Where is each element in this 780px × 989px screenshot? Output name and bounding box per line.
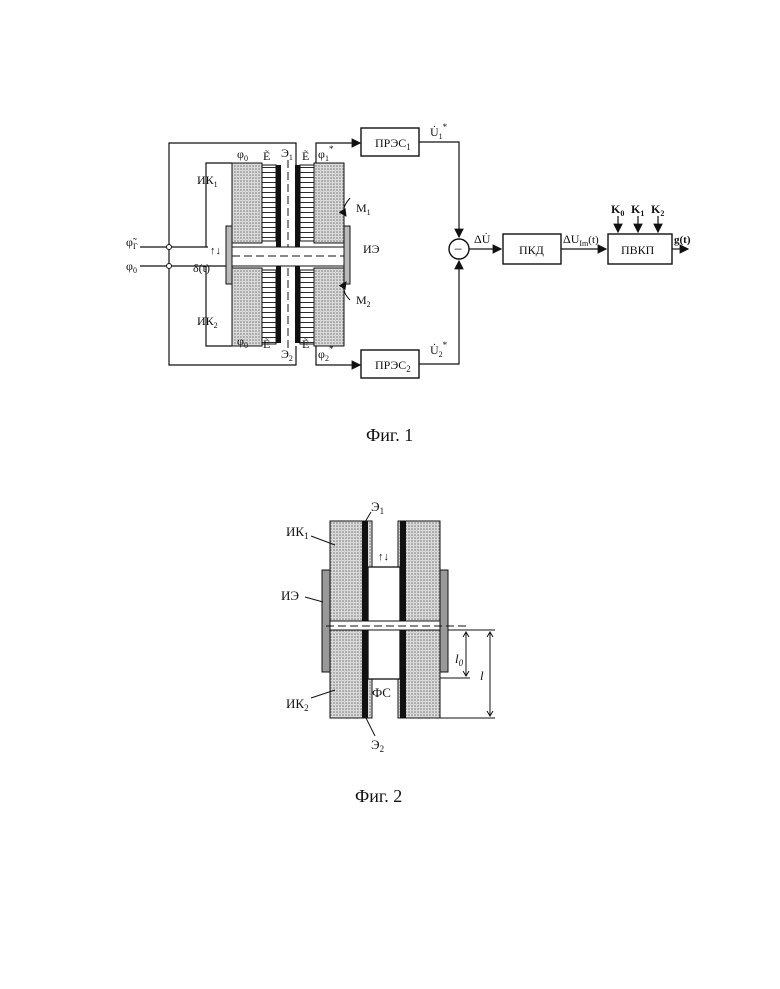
figure-2: Э1 Э2 ИК1 ИК2 ИЭ ФС ↑↓ l0 l Фиг. 2 xyxy=(281,499,495,806)
electrode-e1 xyxy=(362,521,368,718)
l0-label: l0 xyxy=(455,651,464,668)
ie-plate-right xyxy=(440,570,448,672)
m1-arrow xyxy=(344,198,350,216)
updown-arrows: ↑↓ xyxy=(210,245,221,257)
updown-arrows: ↑↓ xyxy=(378,551,389,563)
k2-label: K2 xyxy=(651,202,664,218)
ie-label: ИЭ xyxy=(281,588,299,603)
k0-label: K0 xyxy=(611,202,624,218)
e-tilde-top-label: Ẽ xyxy=(263,149,270,163)
pkd-label: ПКД xyxy=(519,243,544,257)
terminal-phi-0 xyxy=(167,264,172,269)
e-tilde-bottom-label: Ẽ xyxy=(263,337,270,351)
e1-label: Э1 xyxy=(371,499,384,516)
figure-1-caption: Фиг. 1 xyxy=(366,425,413,445)
phi-0-top-label: φ0 xyxy=(237,147,248,163)
e-bottom-label: Ẽ xyxy=(302,337,309,351)
field-gap-bot-left xyxy=(262,270,276,344)
delta-u-im-label: ΔUIm(t) xyxy=(563,232,599,248)
figure-1: ПРЭС1 ПРЭС2 ПКД ПВКП U̇1* U̇2* ΔU̇ ΔUIm(… xyxy=(126,122,691,445)
u1-label: U̇1* xyxy=(430,122,448,141)
u2-label: U̇2* xyxy=(430,340,448,359)
field-gap-bot-right xyxy=(300,270,314,344)
ik2-label: ИК2 xyxy=(286,696,309,713)
fs-label: ФС xyxy=(372,685,391,700)
l-label: l xyxy=(480,668,484,683)
e-top-label: Ẽ xyxy=(302,149,309,163)
coil-ik1-right xyxy=(314,163,344,243)
m1-label: M1 xyxy=(356,201,371,217)
m2-label: M2 xyxy=(356,293,371,309)
k1-label: K1 xyxy=(631,202,644,218)
pres2-label: ПРЭС2 xyxy=(375,358,411,374)
g-output-label: g(t) xyxy=(674,234,691,246)
pvkp-label: ПВКП xyxy=(621,243,655,257)
coil-ik2-right xyxy=(314,268,344,346)
ie-label: ИЭ xyxy=(363,242,380,256)
coil-ik1-left xyxy=(232,163,262,243)
delta-u-label: ΔU̇ xyxy=(474,232,491,246)
e1-label: Э1 xyxy=(281,146,293,162)
field-gap-top-left xyxy=(262,165,276,241)
ik1-label: ИК1 xyxy=(286,524,309,541)
pres1-label: ПРЭС1 xyxy=(375,136,411,152)
phi2-star-label: φ2* xyxy=(318,344,334,363)
terminal-phi-g xyxy=(167,245,172,250)
electrode-e2 xyxy=(400,521,406,718)
figure-2-caption: Фиг. 2 xyxy=(355,786,402,806)
m2-arrow xyxy=(344,282,350,300)
phi1-star-label: φ1* xyxy=(318,144,334,163)
delta-label: δ(t) xyxy=(193,261,210,275)
ie-plate-left xyxy=(226,226,232,284)
minus-sign: − xyxy=(454,242,462,258)
phi-g-label: φ̃Г xyxy=(126,235,138,251)
e2-label: Э2 xyxy=(371,737,384,754)
phi-0-input-label: φ0 xyxy=(126,259,137,275)
field-gap-top-right xyxy=(300,165,314,241)
ie-plate-right xyxy=(344,226,350,284)
ik2-label: ИК2 xyxy=(197,314,218,330)
ik1-label: ИК1 xyxy=(197,173,218,189)
e2-label: Э2 xyxy=(281,347,293,363)
ie-plate-left xyxy=(322,570,330,672)
